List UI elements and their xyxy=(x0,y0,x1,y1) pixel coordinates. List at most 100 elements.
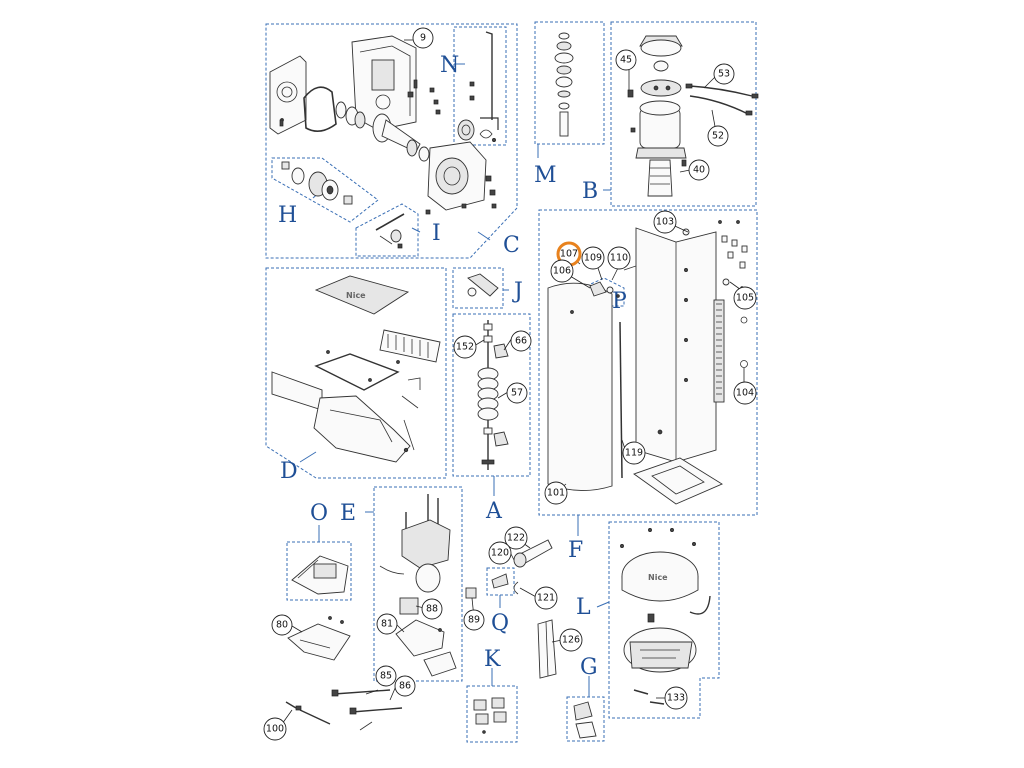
group-label-o: O xyxy=(310,501,328,526)
photocell-drawing xyxy=(465,587,477,599)
receiver-board-drawing xyxy=(473,697,507,734)
group-k-box xyxy=(466,685,518,743)
callout-101: 101 xyxy=(544,481,568,505)
group-i-box xyxy=(355,203,419,257)
limit-switch-drawing xyxy=(375,213,405,249)
callout-100: 100 xyxy=(263,717,287,741)
top-cover-drawing: Nice xyxy=(620,528,711,705)
callout-122: 122 xyxy=(504,526,528,550)
group-g-box xyxy=(566,696,605,742)
power-cable-drawing xyxy=(285,689,403,731)
column-housing-drawing xyxy=(547,220,748,505)
group-label-p: P xyxy=(612,289,627,314)
svg-text:107: 107 xyxy=(560,249,578,260)
callout-86: 86 xyxy=(394,675,416,697)
group-label-i: I xyxy=(432,221,441,246)
group-label-b: B xyxy=(582,179,598,204)
callout-85: 85 xyxy=(375,665,397,687)
group-label-g: G xyxy=(580,655,598,680)
group-label-n: N xyxy=(440,53,459,78)
callout-80: 80 xyxy=(271,614,293,636)
group-label-f: F xyxy=(568,538,583,563)
callout-121: 121 xyxy=(534,586,558,610)
callout-9: 9 xyxy=(412,27,434,49)
svg-text:126: 126 xyxy=(562,635,580,646)
svg-text:110: 110 xyxy=(610,253,628,264)
callout-109: 109 xyxy=(581,246,605,270)
group-e-box xyxy=(373,486,463,682)
callout-103: 103 xyxy=(653,210,677,234)
svg-text:45: 45 xyxy=(620,55,632,66)
callout-53: 53 xyxy=(713,63,735,85)
callout-88: 88 xyxy=(421,598,443,620)
group-m-box xyxy=(534,21,605,145)
callout-126: 126 xyxy=(559,628,583,652)
group-n-box xyxy=(453,26,507,146)
release-lever-drawing xyxy=(457,31,499,142)
svg-text:103: 103 xyxy=(656,217,674,228)
group-f-box xyxy=(538,209,758,516)
callout-104: 104 xyxy=(733,381,757,405)
gear-set-drawing xyxy=(281,161,353,205)
svg-text:81: 81 xyxy=(381,619,393,630)
gearbox-small-drawing xyxy=(573,701,597,739)
mount-bracket-drawing xyxy=(287,616,351,661)
svg-text:106: 106 xyxy=(553,266,571,277)
top-cover-logo-text: Nice xyxy=(648,573,668,582)
cover-logo-text: Nice xyxy=(346,291,366,300)
svg-text:88: 88 xyxy=(426,604,438,615)
callout-66: 66 xyxy=(510,330,532,352)
svg-text:122: 122 xyxy=(507,533,525,544)
callout-81: 81 xyxy=(376,613,398,635)
callout-57: 57 xyxy=(506,382,528,404)
control-unit-drawing xyxy=(291,555,349,595)
svg-text:152: 152 xyxy=(456,342,474,353)
fastener-stack-drawing xyxy=(554,32,574,137)
extension-column-drawing xyxy=(537,619,557,679)
group-d-box xyxy=(265,267,447,479)
svg-text:133: 133 xyxy=(667,693,685,704)
svg-text:57: 57 xyxy=(511,388,523,399)
group-label-k: K xyxy=(484,647,501,672)
spring-assembly-drawing xyxy=(477,320,509,470)
group-label-d: D xyxy=(280,459,298,484)
release-key-drawing xyxy=(467,273,499,297)
callout-110: 110 xyxy=(607,246,631,270)
callout-40: 40 xyxy=(688,159,710,181)
svg-text:40: 40 xyxy=(693,165,705,176)
svg-text:85: 85 xyxy=(380,671,392,682)
group-label-q: Q xyxy=(491,611,509,636)
callout-52: 52 xyxy=(707,125,729,147)
callout-120: 120 xyxy=(488,541,512,565)
cover-drawing: Nice xyxy=(271,275,441,463)
svg-text:101: 101 xyxy=(547,488,565,499)
svg-text:120: 120 xyxy=(491,548,509,559)
svg-text:121: 121 xyxy=(537,593,555,604)
group-label-m: M xyxy=(534,163,557,188)
motor-drawing xyxy=(627,35,759,197)
callout-89: 89 xyxy=(463,609,485,631)
group-label-c: C xyxy=(503,233,520,258)
svg-text:109: 109 xyxy=(584,253,602,264)
group-label-l: L xyxy=(576,595,591,620)
svg-text:66: 66 xyxy=(515,336,527,347)
svg-text:105: 105 xyxy=(736,293,754,304)
group-h-box xyxy=(271,157,379,223)
svg-text:53: 53 xyxy=(718,69,730,80)
key-switch-drawing xyxy=(491,573,509,589)
svg-text:119: 119 xyxy=(625,448,643,459)
callout-106: 106 xyxy=(550,259,574,283)
svg-text:9: 9 xyxy=(420,33,426,44)
svg-text:89: 89 xyxy=(468,615,480,626)
group-p-box xyxy=(581,277,625,307)
svg-text:100: 100 xyxy=(266,724,284,735)
group-label-j: J xyxy=(512,279,523,304)
svg-text:86: 86 xyxy=(399,681,411,692)
callout-119: 119 xyxy=(622,441,646,465)
svg-text:52: 52 xyxy=(712,131,724,142)
gearbox-parts-drawing xyxy=(269,35,497,215)
svg-text:80: 80 xyxy=(276,620,288,631)
callout-133: 133 xyxy=(664,686,688,710)
group-c-box xyxy=(265,23,518,259)
